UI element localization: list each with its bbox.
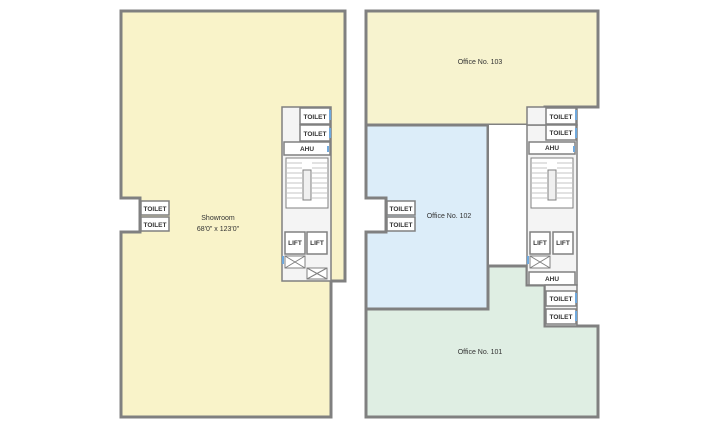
left-building: TOILET TOILET AHU LIFT LIFT xyxy=(119,9,347,419)
toilet-left-4-label: TOILET xyxy=(144,222,167,229)
lift-right-1-label: LIFT xyxy=(533,240,547,247)
toilet-right-1-label: TOILET xyxy=(550,114,573,121)
staircase-right xyxy=(530,157,574,209)
shaft-right xyxy=(529,255,551,269)
lift-left-2 xyxy=(306,231,328,255)
toilet-right-4-label: TOILET xyxy=(550,314,573,321)
office-102-label: Office No. 102 xyxy=(427,213,472,220)
lift-left-2-label: LIFT xyxy=(310,240,324,247)
toilet-right-6 xyxy=(386,216,416,232)
office-102-area xyxy=(364,123,490,311)
toilet-left-3 xyxy=(140,200,170,216)
right-building: Office No. 103 Office No. 102 Office No.… xyxy=(364,9,600,419)
ahu-left-label: AHU xyxy=(300,146,314,153)
toilet-left-2-label: TOILET xyxy=(304,131,327,138)
toilet-left-1-label: TOILET xyxy=(304,114,327,121)
window-markers xyxy=(282,110,577,321)
lift-right-1 xyxy=(529,231,551,255)
lift-right-2-label: LIFT xyxy=(556,240,570,247)
lift-right-2 xyxy=(552,231,574,255)
toilet-right-6-label: TOILET xyxy=(390,222,413,229)
corridor xyxy=(489,125,527,266)
toilet-right-5-label: TOILET xyxy=(390,206,413,213)
toilet-left-3-label: TOILET xyxy=(144,206,167,213)
office-103-label: Office No. 103 xyxy=(458,59,503,66)
lift-left-1 xyxy=(284,231,306,255)
shaft-left xyxy=(284,255,328,280)
toilet-right-3-label: TOILET xyxy=(550,296,573,303)
lift-left-1-label: LIFT xyxy=(288,240,302,247)
toilet-left-4 xyxy=(140,216,170,232)
ahu-left xyxy=(283,141,331,156)
ahu-right-lower-label: AHU xyxy=(545,276,559,283)
staircase-left xyxy=(285,157,329,209)
showroom-name: Showroom xyxy=(201,215,235,222)
showroom-size: 68'0" x 123'0" xyxy=(197,226,240,233)
toilet-right-5 xyxy=(386,200,416,216)
toilet-right-2-label: TOILET xyxy=(550,130,573,137)
office-101-label: Office No. 101 xyxy=(458,349,503,356)
ahu-right-label: AHU xyxy=(545,145,559,152)
